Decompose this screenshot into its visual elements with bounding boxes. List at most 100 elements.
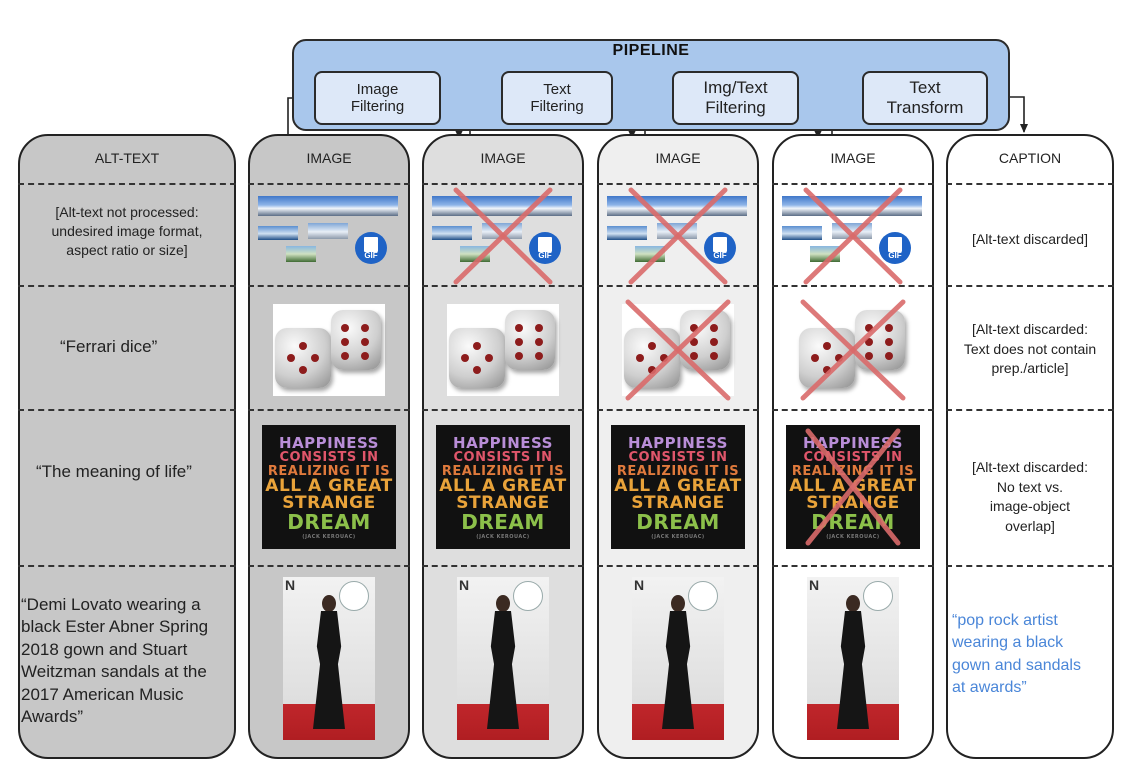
panorama-thumbnail (607, 196, 747, 216)
die-pip (865, 324, 873, 332)
panorama-thumbnail (258, 196, 398, 216)
die-pip (515, 324, 523, 332)
die-pip (811, 354, 819, 362)
house-thumbnail (810, 246, 840, 262)
die-pip (473, 342, 481, 350)
die-pip (710, 352, 718, 360)
poster-line: DREAM (461, 510, 545, 535)
person-head (496, 595, 510, 612)
row-separator (946, 409, 1114, 411)
die-pip (341, 324, 349, 332)
die-pip (341, 352, 349, 360)
row-separator (422, 409, 584, 411)
row-separator (772, 285, 934, 287)
poster-line: DREAM (636, 510, 720, 535)
mountain-thumbnail (482, 223, 522, 239)
backdrop-letter: N (634, 577, 645, 593)
poster-line: STRANGE (456, 493, 550, 514)
person-gown (487, 611, 519, 729)
alt-text-row-3: “The meaning of life” (36, 462, 192, 481)
image-collage: GIF (432, 196, 574, 268)
person-head (322, 595, 336, 612)
row-separator (946, 285, 1114, 287)
red-carpet-photo: N (283, 577, 375, 740)
row-separator (248, 285, 410, 287)
die-pip (535, 338, 543, 346)
alt-text-column: ALT-TEXT (18, 134, 236, 759)
step-image-filtering: Image Filtering (314, 71, 441, 125)
alt-text-row-1: [Alt-text not processed: undesired image… (51, 204, 203, 258)
poster-line: CONSISTS IN (453, 450, 553, 466)
die-pip (823, 342, 831, 350)
poster-line: (JACK KEROUAC) (651, 533, 705, 540)
poster-line: REALIZING IT IS (616, 463, 740, 479)
poster-line: CONSISTS IN (803, 450, 903, 466)
die-pip (515, 338, 523, 346)
poster-line: ALL A GREAT (265, 475, 393, 496)
row-separator (597, 409, 759, 411)
ship-thumbnail (432, 226, 472, 240)
die-pip (690, 324, 698, 332)
gif-label: GIF (713, 251, 727, 260)
red-carpet-photo: N (457, 577, 549, 740)
image-column-1-title: IMAGE (306, 150, 352, 166)
poster-line: CONSISTS IN (628, 450, 728, 466)
die-pip (299, 366, 307, 374)
row-separator (248, 565, 410, 567)
image-column-2-title: IMAGE (480, 150, 526, 166)
die-pip (461, 354, 469, 362)
die-pip (361, 324, 369, 332)
row-separator (772, 183, 934, 185)
person-head (846, 595, 860, 612)
poster-line: (JACK KEROUAC) (476, 533, 530, 540)
awards-logo (513, 581, 543, 611)
ship-thumbnail (782, 226, 822, 240)
house-thumbnail (635, 246, 665, 262)
poster-line: DREAM (811, 510, 895, 535)
image-collage: GIF (607, 196, 749, 268)
backdrop-letter: N (809, 577, 820, 593)
gif-file-icon: GIF (879, 232, 911, 264)
row-separator (422, 565, 584, 567)
poster-line: DREAM (287, 510, 371, 535)
die-pip (648, 342, 656, 350)
dice-image (447, 304, 559, 396)
die-left (799, 328, 855, 388)
die-pip (660, 354, 668, 362)
row-separator (18, 409, 236, 411)
gif-file-icon: GIF (704, 232, 736, 264)
die-pip (823, 366, 831, 374)
ship-thumbnail (258, 226, 298, 240)
die-pip (636, 354, 644, 362)
poster-line: HAPPINESS (453, 434, 553, 453)
poster-line: REALIZING IT IS (441, 463, 565, 479)
row-separator (597, 183, 759, 185)
person-gown (313, 611, 345, 729)
die-pip (535, 352, 543, 360)
caption-row-3: [Alt-text discarded: No text vs. image-o… (972, 459, 1088, 534)
die-pip (361, 338, 369, 346)
row-separator (422, 285, 584, 287)
die-pip (865, 338, 873, 346)
row-separator (597, 285, 759, 287)
die-pip (361, 352, 369, 360)
gif-label: GIF (538, 251, 552, 260)
row-separator (248, 409, 410, 411)
die-pip (341, 338, 349, 346)
red-carpet-photo: N (632, 577, 724, 740)
backdrop-letter: N (285, 577, 296, 593)
mountain-thumbnail (832, 223, 872, 239)
step-text-transform: Text Transform (862, 71, 988, 125)
awards-logo (863, 581, 893, 611)
red-carpet-photo: N (807, 577, 899, 740)
poster-line: STRANGE (282, 493, 376, 514)
row-separator (18, 565, 236, 567)
die-pip (710, 324, 718, 332)
poster-line: ALL A GREAT (614, 475, 742, 496)
panorama-thumbnail (432, 196, 572, 216)
ship-thumbnail (607, 226, 647, 240)
row-separator (18, 183, 236, 185)
